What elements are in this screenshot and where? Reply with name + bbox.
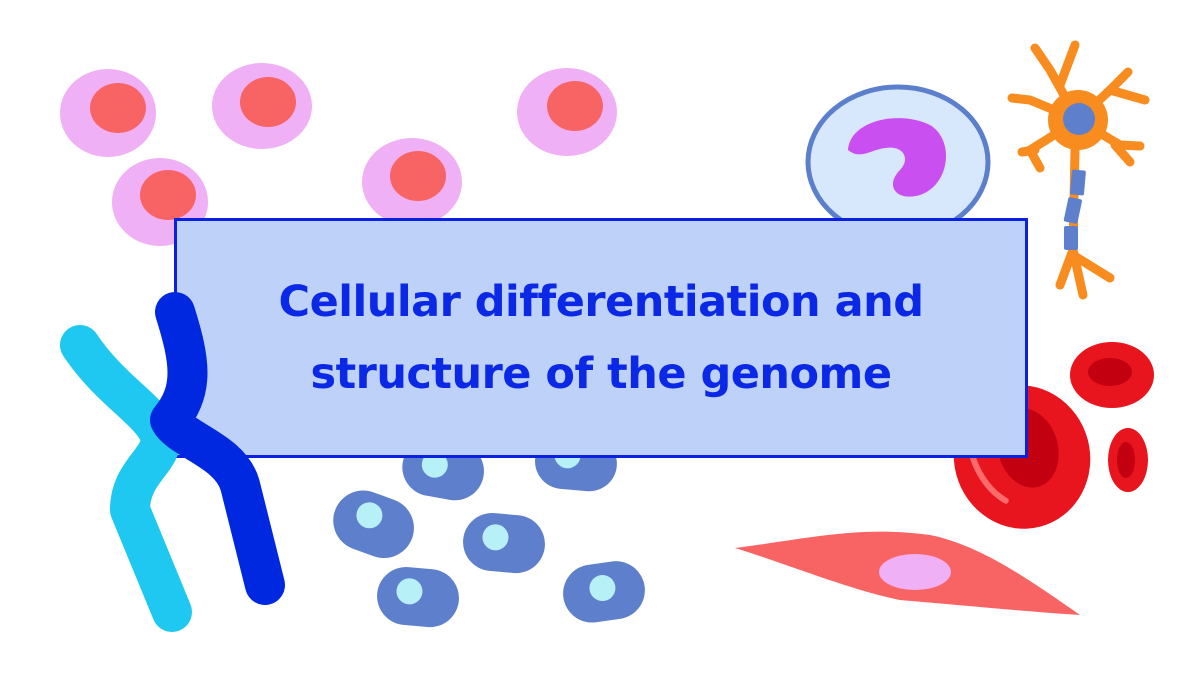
smooth-muscle-cell	[735, 531, 1080, 615]
neuron	[1007, 40, 1150, 300]
pink-cell	[362, 138, 462, 226]
title-banner: Cellular differentiation and structure o…	[174, 218, 1028, 458]
blue-cell	[377, 567, 459, 628]
red-blood-cell	[1108, 428, 1148, 492]
blue-cells	[333, 433, 645, 628]
blue-cell	[463, 513, 545, 574]
white-blood-cell	[805, 84, 991, 240]
pink-cell	[517, 68, 617, 156]
title-line-2: structure of the genome	[310, 349, 892, 399]
blue-cell	[333, 490, 414, 559]
title-line-1: Cellular differentiation and	[278, 277, 924, 327]
pink-cells	[60, 63, 617, 246]
pink-cell	[60, 69, 156, 157]
blue-cell	[563, 561, 645, 623]
red-blood-cell	[1070, 342, 1154, 408]
pink-cell	[212, 63, 312, 149]
